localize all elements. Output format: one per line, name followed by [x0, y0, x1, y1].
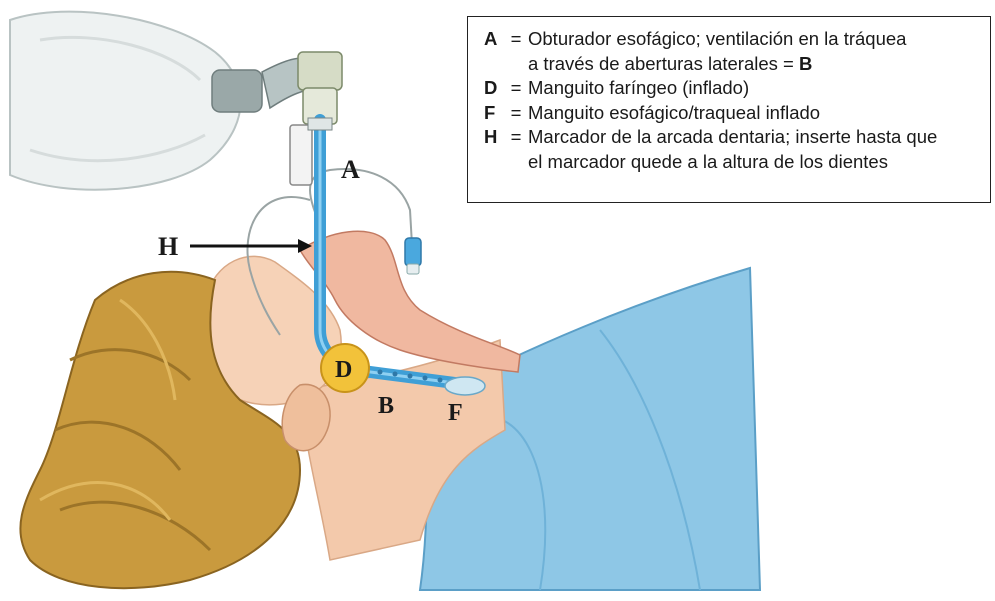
legend-equals: =: [504, 76, 528, 101]
legend-item-h: H = Marcador de la arcada dentaria; inse…: [484, 125, 980, 150]
legend-key: H: [484, 125, 504, 150]
legend-equals: =: [504, 27, 528, 52]
legend-key: A: [484, 27, 504, 52]
callout-b: B: [378, 393, 394, 419]
legend-equals: =: [504, 125, 528, 150]
legend-equals: =: [504, 101, 528, 126]
legend-item-f: F = Manguito esofágico/traqueal inflado: [484, 101, 980, 126]
legend-key: F: [484, 101, 504, 126]
legend-desc-cont: el marcador quede a la altura de los die…: [528, 151, 888, 172]
legend-box: A = Obturador esofágico; ventilación en …: [467, 16, 991, 203]
legend-item-h-continuation: el marcador quede a la altura de los die…: [484, 150, 980, 175]
legend-desc: Manguito esofágico/traqueal inflado: [528, 101, 980, 126]
legend-item-a: A = Obturador esofágico; ventilación en …: [484, 27, 980, 52]
legend-desc-cont: a través de aberturas laterales =: [528, 53, 799, 74]
distal-cuff: [445, 377, 485, 395]
tube-connector: [298, 52, 342, 124]
legend-key: D: [484, 76, 504, 101]
legend-desc: Manguito faríngeo (inflado): [528, 76, 980, 101]
legend-item-d: D = Manguito faríngeo (inflado): [484, 76, 980, 101]
callout-d: D: [335, 357, 352, 383]
legend-desc: Marcador de la arcada dentaria; inserte …: [528, 125, 980, 150]
legend-bold-ref: B: [799, 53, 812, 74]
resuscitation-bag: [10, 12, 320, 190]
callout-f: F: [448, 400, 463, 426]
callout-h: H: [158, 232, 178, 261]
legend-item-a-continuation: a través de aberturas laterales = B: [484, 52, 980, 77]
callout-a: A: [341, 155, 360, 184]
legend-desc: Obturador esofágico; ventilación en la t…: [528, 27, 980, 52]
